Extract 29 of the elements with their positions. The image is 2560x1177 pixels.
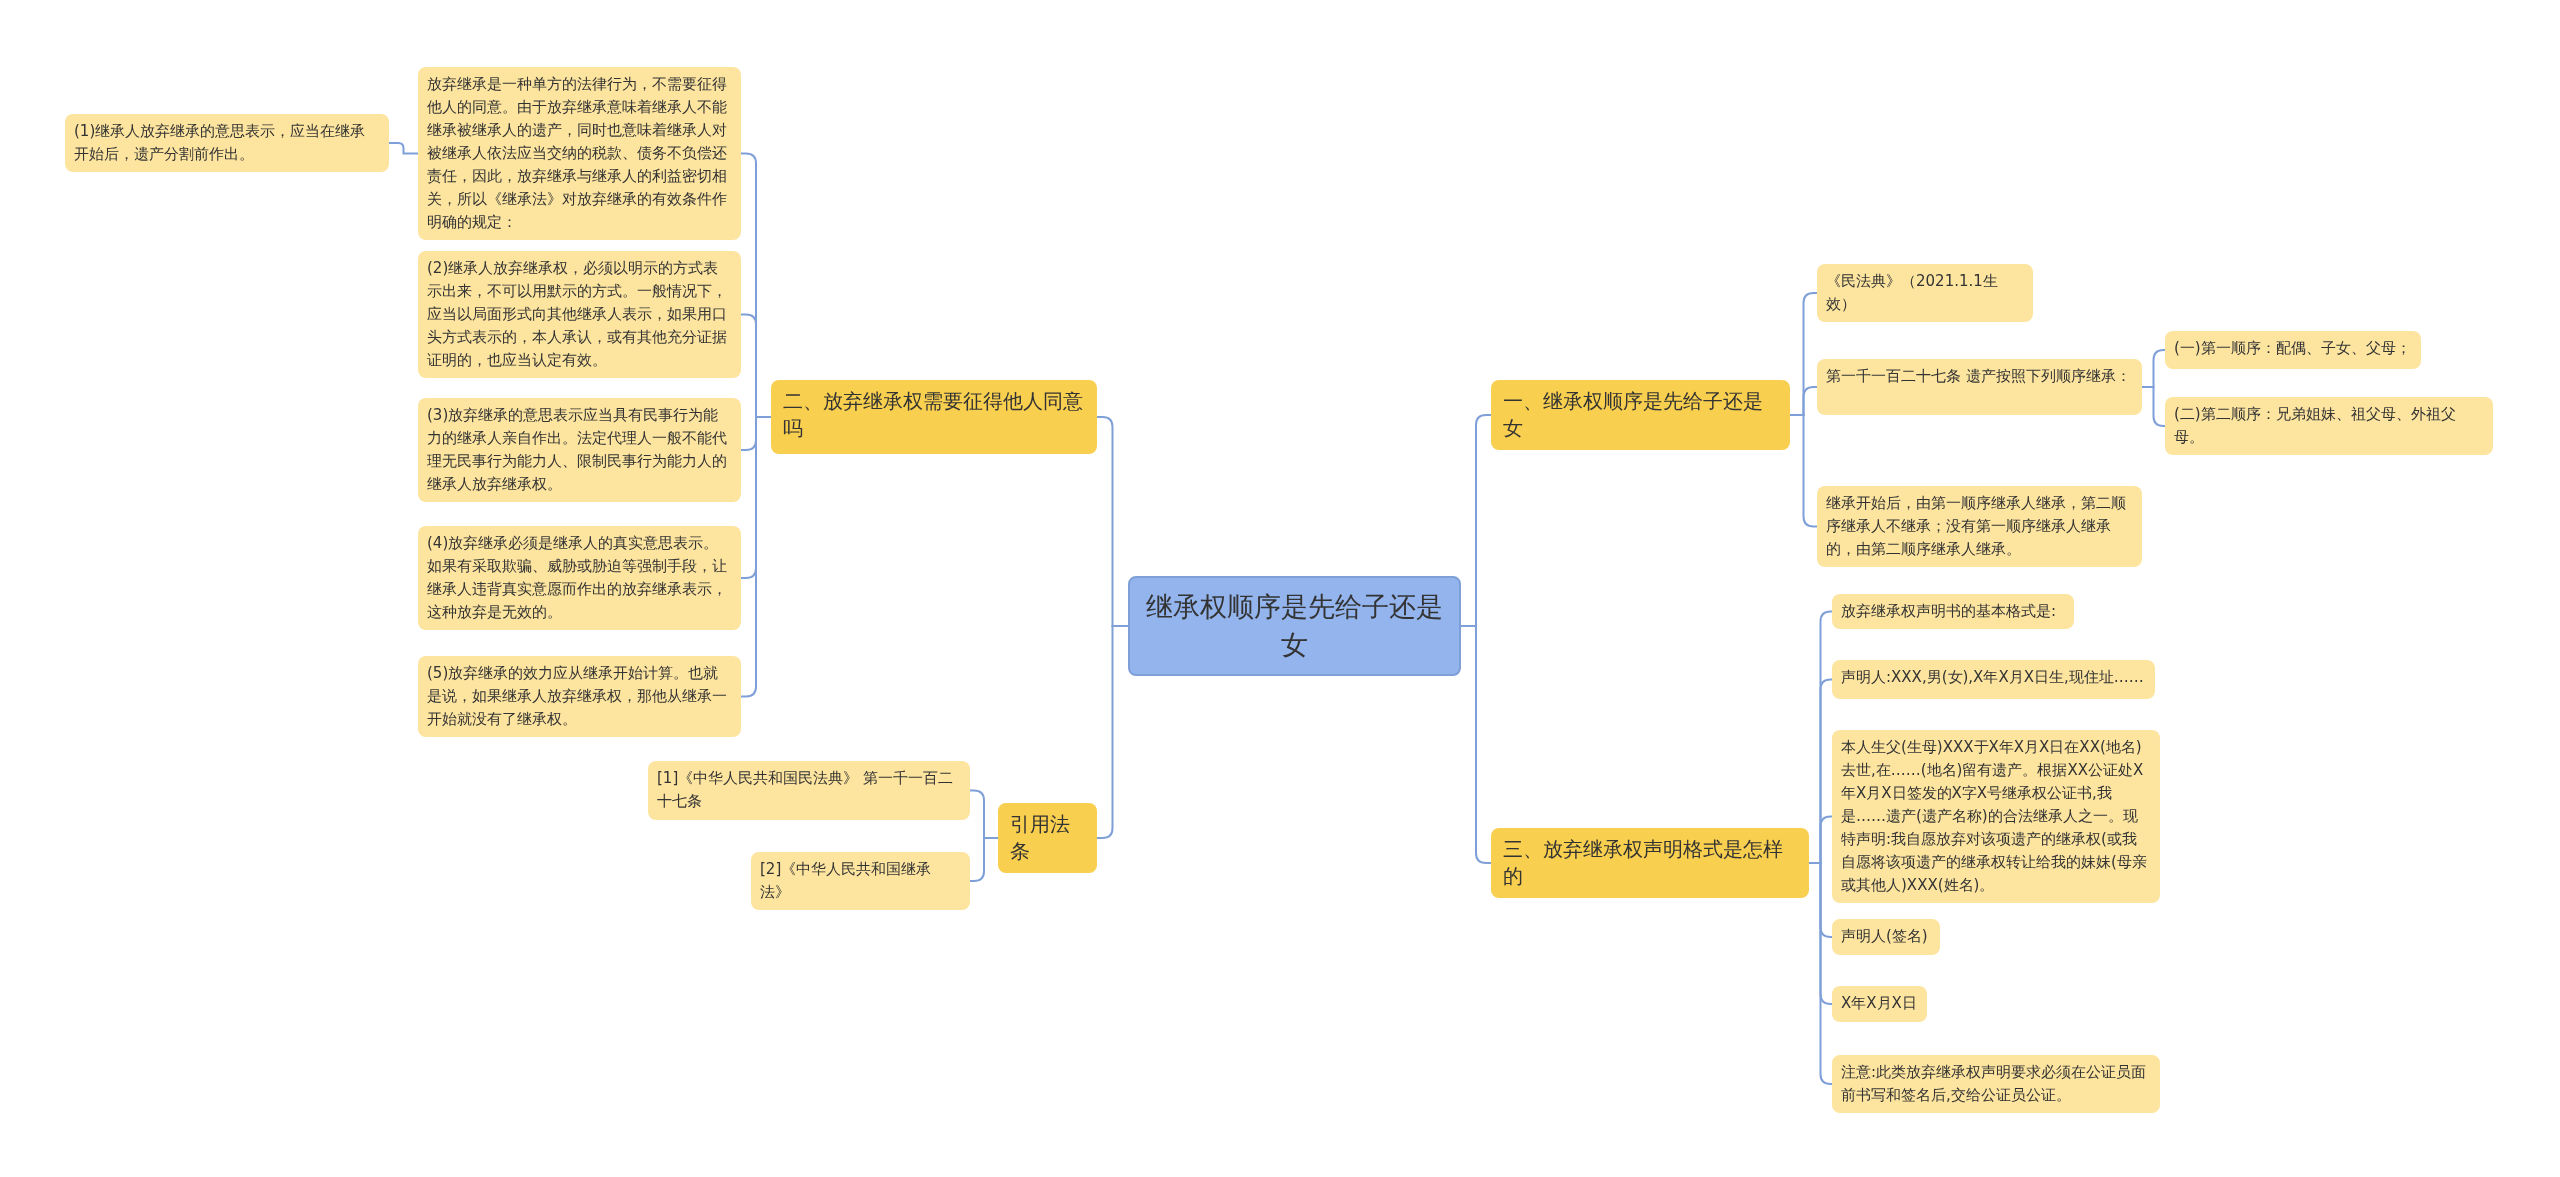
- topic-box: 三、放弃继承权声明格式是怎样的: [1491, 828, 1809, 898]
- subtopic-box: 声明人:XXX,男(女),X年X月X日生,现住址……: [1832, 660, 2155, 699]
- subtopic-box: (5)放弃继承的效力应从继承开始计算。也就是说，如果继承人放弃继承权，那他从继承一开始就没有了继承权。: [418, 656, 741, 737]
- subtopic-box: (3)放弃继承的意思表示应当具有民事行为能力的继承人亲自作出。法定代理人一般不能代理无民事行为能力人、限制民事行为能力人的继承人放弃继承权。: [418, 398, 741, 502]
- topic-box: 引用法条: [998, 803, 1097, 873]
- subtopic-box: 《民法典》（2021.1.1生效）: [1817, 264, 2033, 322]
- topic-box: 二、放弃继承权需要征得他人同意吗: [771, 380, 1097, 454]
- subtopic-box: 本人生父(生母)XXX于X年X月X日在XX(地名)去世,在……(地名)留有遗产。根据XX公证处X年X月X日签发的X字X号继承权公证书,我是……遗产(遗产名称)的合法继承人之一。现特声明:我自愿放弃对该项遗产的继承权(或我自愿将该项遗产的继承权转让给我的妹妹(母亲或其他人)XXX(姓名)。: [1832, 730, 2160, 903]
- subtopic-box: 放弃继承是一种单方的法律行为，不需要征得他人的同意。由于放弃继承意味着继承人不能继承被继承人的遗产，同时也意味着继承人对被继承人依法应当交纳的税款、债务不负偿还责任，因此，放弃继承与继承人的利益密切相关，所以《继承法》对放弃继承的有效条件作明确的规定：: [418, 67, 741, 240]
- subtopic-box: 第一千一百二十七条 遗产按照下列顺序继承：: [1817, 359, 2142, 415]
- connector: [1808, 862, 1833, 1085]
- topic-box: 一、继承权顺序是先给子还是女: [1491, 380, 1790, 450]
- connector: [740, 416, 772, 698]
- subtopic-box: X年X月X日: [1832, 986, 1927, 1022]
- subtopic-box: (二)第二顺序：兄弟姐妹、祖父母、外祖父母。: [2165, 397, 2493, 455]
- subtopic-box: (1)继承人放弃继承的意思表示，应当在继承开始后，遗产分割前作出。: [65, 114, 389, 172]
- subtopic-box: [1]《中华人民共和国民法典》 第一千一百二十七条: [648, 761, 970, 820]
- subtopic-box: [2]《中华人民共和国继承法》: [751, 852, 970, 910]
- connector: [388, 142, 419, 155]
- subtopic-box: (4)放弃继承必须是继承人的真实意思表示。如果有采取欺骗、威胁或胁迫等强制手段，让继承人违背真实意愿而作出的放弃继承表示，这种放弃是无效的。: [418, 526, 741, 630]
- subtopic-box: (一)第一顺序：配偶、子女、父母；: [2165, 331, 2421, 369]
- central-topic-box: 继承权顺序是先给子还是女: [1128, 576, 1461, 676]
- subtopic-box: 注意:此类放弃继承权声明要求必须在公证员面前书写和签名后,交给公证员公证。: [1832, 1055, 2160, 1113]
- subtopic-box: (2)继承人放弃继承权，必须以明示的方式表示出来，不可以用默示的方式。一般情况下，应当以局面形式向其他继承人表示，如果用口头方式表示的，本人承认，或有其他充分证据证明的，也应当认定有效。: [418, 251, 741, 378]
- subtopic-box: 声明人(签名): [1832, 919, 1940, 955]
- connector: [2141, 386, 2166, 427]
- connector: [969, 837, 999, 882]
- subtopic-box: 继承开始后，由第一顺序继承人继承，第二顺序继承人不继承；没有第一顺序继承人继承的，由第二顺序继承人继承。: [1817, 486, 2142, 567]
- subtopic-box: 放弃继承权声明书的基本格式是:: [1832, 594, 2074, 629]
